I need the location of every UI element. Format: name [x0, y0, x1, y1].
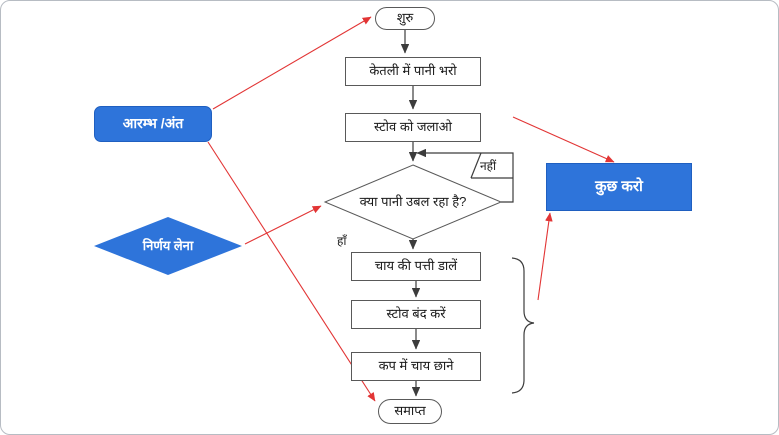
no-branch-label: नहीं — [480, 159, 497, 173]
process-step-5: कप में चाय छाने — [351, 352, 481, 381]
end-terminator: समाप्त — [378, 399, 442, 424]
process-step-2: स्टोव को जलाओ — [345, 113, 481, 142]
start-terminator: शुरु — [375, 7, 435, 30]
annotation-process: कुछ करो — [546, 163, 692, 211]
process-step-3: चाय की पत्ती डालें — [351, 252, 481, 281]
process-step-1: केतली में पानी भरो — [345, 57, 481, 86]
arrow-terminator-to-start — [212, 16, 372, 110]
red-annotation-arrows — [207, 16, 615, 402]
yes-branch-label: हाँ — [337, 234, 347, 248]
arrow-annotation-to-decision — [244, 205, 322, 245]
annotation-terminator: आरम्भ /अंत — [94, 106, 212, 142]
no-label-box-slant-line — [470, 152, 482, 179]
arrow-terminator-to-end — [207, 141, 376, 402]
arrow-brace-to-process-annotation — [537, 212, 553, 301]
curly-brace — [511, 257, 535, 394]
process-step-4: स्टोव बंद करें — [351, 300, 481, 329]
decision-text: क्या पानी उबल रहा है? — [359, 193, 467, 209]
arrow-step2-to-process-annotation — [512, 116, 615, 163]
black-connectors — [400, 30, 514, 397]
